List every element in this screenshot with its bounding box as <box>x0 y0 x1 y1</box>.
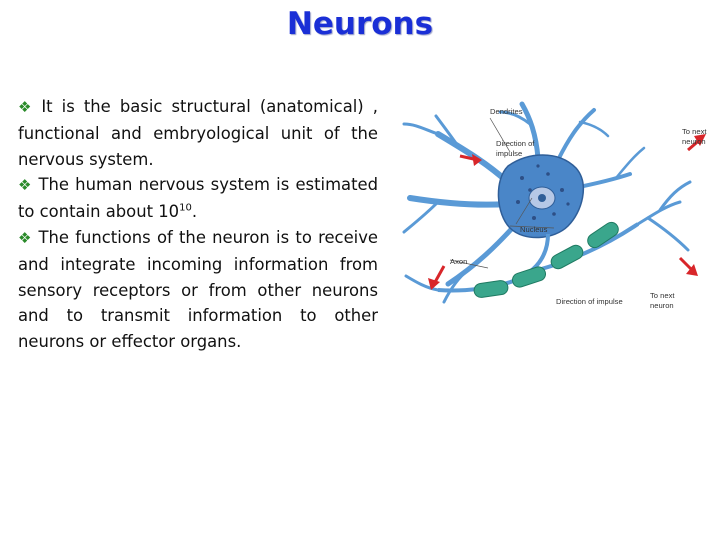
bullet-item: ❖It is the basic structural (anatomical)… <box>18 94 378 172</box>
label-direction-2: impulse <box>496 149 522 158</box>
bullet-item: ❖The human nervous system is estimated t… <box>18 172 378 225</box>
label-nucleus: Nucleus <box>520 225 548 234</box>
bullet-item: ❖The functions of the neuron is to recei… <box>18 225 378 355</box>
neuron-illustration: Dendrites Direction of impulse To next n… <box>402 101 707 310</box>
label-to-next-bottom-1: To next <box>650 291 675 300</box>
myelin-sheath <box>473 221 619 298</box>
neuron-diagram: Dendrites Direction of impulse To next n… <box>398 94 716 324</box>
nissl-granules <box>516 164 570 220</box>
diamond-bullet-icon: ❖ <box>18 98 36 116</box>
label-to-next-top-2: neuron <box>682 137 706 146</box>
label-to-next-top-1: To next <box>682 127 707 136</box>
slide-title: Neurons <box>286 6 434 42</box>
bullet-text-end: . <box>191 202 198 222</box>
label-axon: Axon <box>450 257 467 266</box>
bullet-text: The human nervous system is estimated to… <box>18 175 378 222</box>
axon-terminals <box>404 180 692 292</box>
leader-lines <box>449 117 555 269</box>
label-direction-1: Direction of <box>496 139 535 148</box>
bullet-exponent: 10 <box>179 202 192 214</box>
nucleolus <box>538 194 546 202</box>
label-to-next-bottom-2: neuron <box>650 301 674 310</box>
impulse-arrows <box>428 134 706 290</box>
bullet-text: It is the basic structural (anatomical) … <box>18 97 378 169</box>
label-direction-bottom: Direction of impulse <box>556 297 623 306</box>
bullet-list: ❖It is the basic structural (anatomical)… <box>18 94 378 355</box>
diamond-bullet-icon: ❖ <box>18 176 33 195</box>
bullet-text: The functions of the neuron is to receiv… <box>18 227 378 352</box>
label-dendrites: Dendrites <box>490 107 523 116</box>
diamond-bullet-icon: ❖ <box>18 228 33 247</box>
